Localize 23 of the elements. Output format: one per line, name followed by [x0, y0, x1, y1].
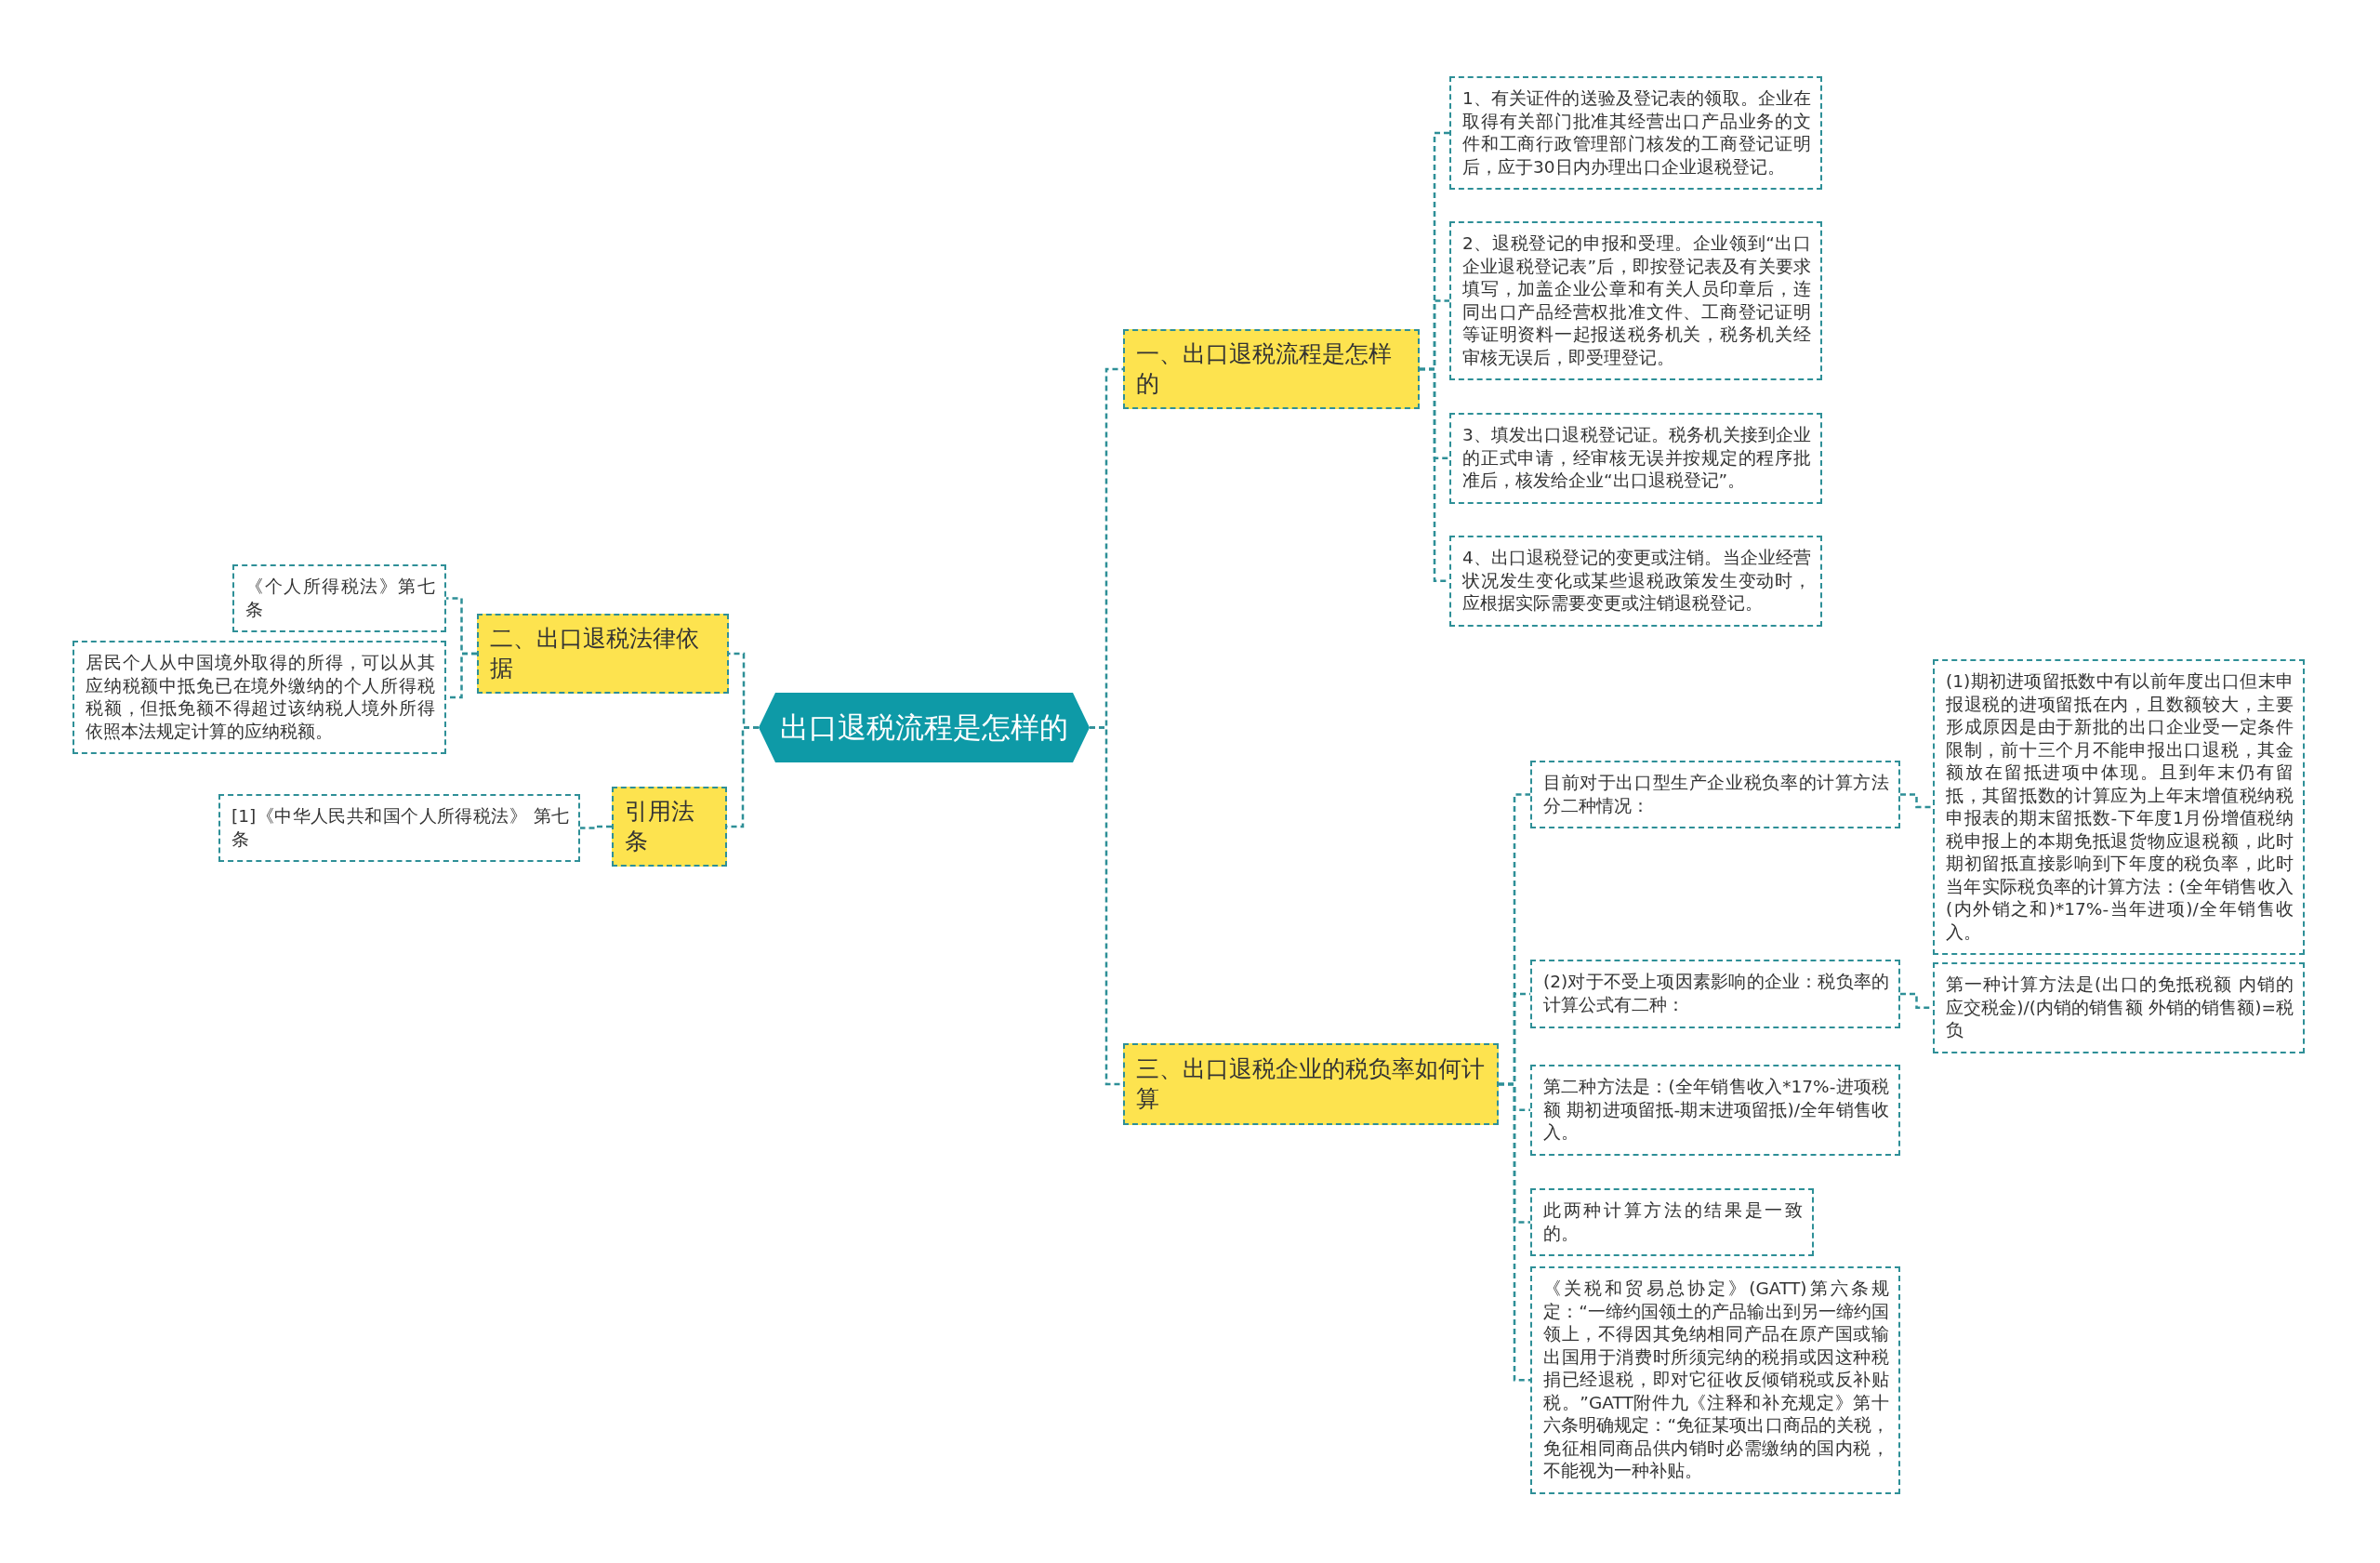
note-box: (1)期初进项留抵数中有以前年度出口但末申报退税的进项留抵在内，且数额较大，主要形成原因是由于新批的出口企业受一定条件限制，前十三个月不能申报出口退税，其金额放在留抵进项中体现。且到年末仍有留抵，其留抵数的计算应为上年末增值税纳税申报表的期末留抵数-下年度1月份增值税纳税申报上的本期免抵退货物应退税额，此时期初留抵直接影响到下年度的税负率，此时当年实际税负率的计算方法：(全年销售收入(内外销之和)*17%-当年进项)/全年销售收入。 [1933, 659, 2305, 955]
branch-topic: 一、出口退税流程是怎样的 [1123, 329, 1420, 409]
branch-topic: 引用法条 [612, 787, 727, 867]
connector-line [1090, 726, 1123, 1086]
note-box: 2、退税登记的申报和受理。企业领到“出口企业退税登记表”后，即按登记表及有关要求填写，加盖企业公章和有关人员印章后，连同出口产品经营权批准文件、工商登记证明等证明资料一起报送税务机关，税务机关经审核无误后，即受理登记。 [1449, 221, 1822, 380]
note-box: 《关税和贸易总协定》(GATT)第六条规定：“一缔约国领土的产品输出到另一缔约国领上，不得因其免纳相同产品在原产国或输出国用于消费时所须完纳的税捐或因这种税捐已经退税，即对它征收反倾销税或反补贴税。”GATT附件九《注释和补充规定》第十六条明确规定：“免征某项出口商品的关税，免征相同商品供内销时必需缴纳的国内税，不能视为一种补贴。 [1530, 1266, 1900, 1494]
note-box: 居民个人从中国境外取得的所得，可以从其应纳税额中抵免已在境外缴纳的个人所得税税额，但抵免额不得超过该纳税人境外所得依照本法规定计算的应纳税额。 [73, 641, 446, 754]
note-box: (2)对于不受上项因素影响的企业：税负率的计算公式有二种： [1530, 960, 1900, 1028]
branch-topic: 三、出口退税企业的税负率如何计算 [1123, 1043, 1499, 1125]
note-box: 此两种计算方法的结果是一致的。 [1530, 1188, 1814, 1256]
note-box: 第一种计算方法是(出口的免抵税额 内销的应交税金)/(内销的销售额 外销的销售额)=税负 [1933, 962, 2305, 1053]
note-box: [1]《中华人民共和国个人所得税法》 第七条 [218, 794, 580, 862]
central-topic: 出口退税流程是怎样的 [759, 693, 1090, 762]
note-box: 3、填发出口退税登记证。税务机关接到企业的正式申请，经审核无误并按规定的程序批准后，核发给企业“出口退税登记”。 [1449, 413, 1822, 504]
connector-line [1499, 1082, 1530, 1382]
note-box: 《个人所得税法》第七条 [232, 564, 446, 632]
connector-line [580, 825, 612, 829]
note-box: 1、有关证件的送验及登记表的领取。企业在取得有关部门批准其经营出口产品业务的文件和工商行政管理部门核发的工商登记证明后，应于30日内办理出口企业退税登记。 [1449, 76, 1822, 190]
note-box: 4、出口退税登记的变更或注销。当企业经营状况发生变化或某些退税政策发生变动时，应根据实际需要变更或注销退税登记。 [1449, 536, 1822, 627]
note-box: 目前对于出口型生产企业税负率的计算方法分二种情况： [1530, 761, 1900, 828]
branch-topic: 二、出口退税法律依据 [477, 614, 729, 694]
note-box: 第二种方法是：(全年销售收入*17%-进项税额 期初进项留抵-期末进项留抵)/全年销售收入。 [1530, 1065, 1900, 1156]
connector-line [1900, 793, 1933, 809]
